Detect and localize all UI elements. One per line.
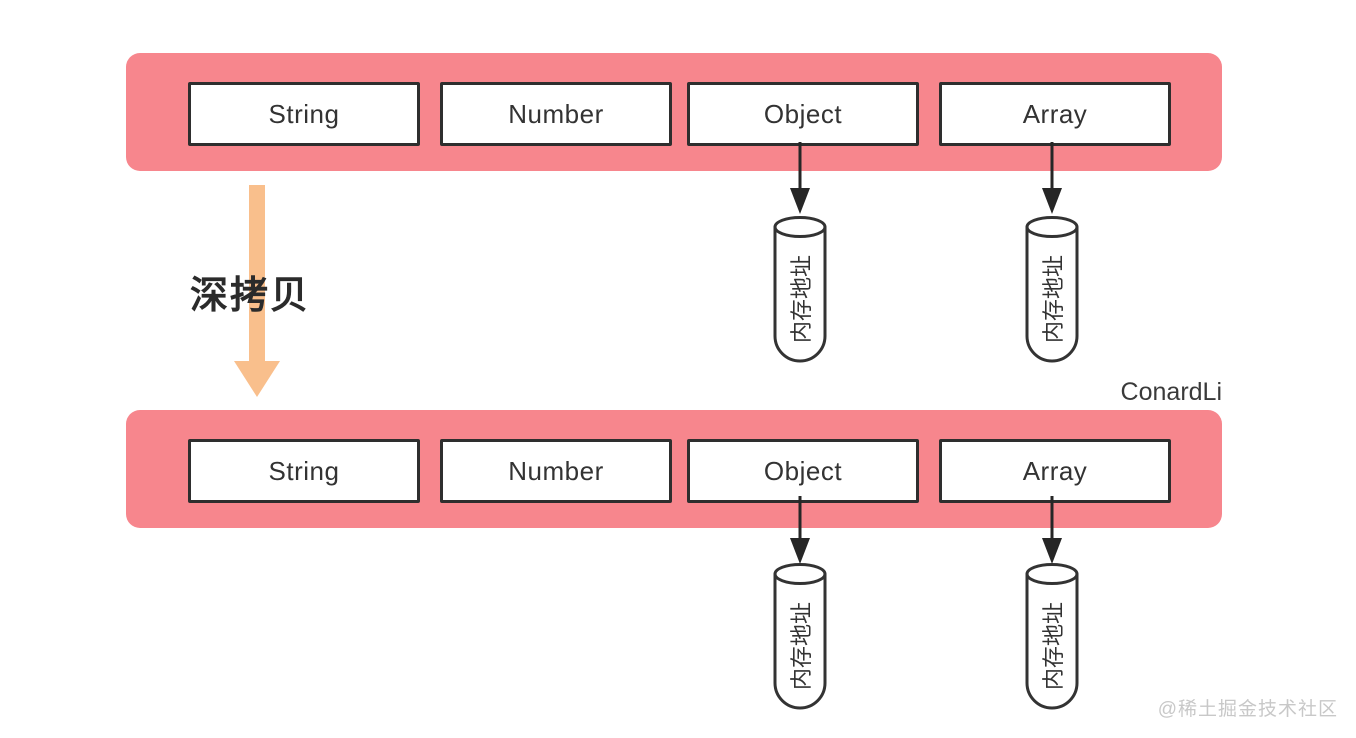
type-box-label: Object: [763, 98, 843, 129]
type-box-label: Array: [1022, 455, 1088, 486]
type-box-object-top: Object: [687, 82, 919, 146]
type-box-label: Number: [508, 455, 604, 486]
memory-address-cylinder: 内存地址: [772, 214, 828, 368]
type-box-string-top: String: [188, 82, 420, 146]
type-box-label: String: [268, 455, 340, 486]
cylinder-icon: [1025, 563, 1079, 710]
type-box-array-bottom: Array: [939, 439, 1171, 503]
type-box-label: Number: [508, 98, 604, 129]
arrow-shaft: [249, 185, 265, 363]
memory-address-label: 内存地址: [789, 601, 814, 690]
deep-copy-label: 深拷贝: [190, 275, 311, 317]
arrow-shaft: [798, 496, 802, 539]
memory-address-label: 内存地址: [1041, 601, 1066, 690]
type-box-label: String: [268, 98, 340, 129]
author-watermark: ConardLi: [1120, 378, 1222, 406]
deep-copy-arrow-icon: [234, 185, 280, 397]
type-box-label: Array: [1022, 98, 1088, 129]
cylinder-icon: [1025, 216, 1079, 363]
memory-address-cylinder: 内存地址: [772, 561, 828, 715]
type-box-number-bottom: Number: [440, 439, 672, 503]
type-box-number-top: Number: [440, 82, 672, 146]
target-type-bar: String Number Object Array: [126, 410, 1222, 528]
memory-address-label: 内存地址: [1041, 254, 1066, 343]
memory-address-label: 内存地址: [789, 254, 814, 343]
memory-address-cylinder: 内存地址: [1024, 561, 1080, 715]
cylinder-icon: [773, 563, 827, 710]
pointer-arrow-icon: [789, 142, 811, 214]
cylinder-icon: [773, 216, 827, 363]
arrow-shaft: [798, 142, 802, 189]
arrow-shaft: [1050, 496, 1054, 539]
pointer-arrow-icon: [1041, 142, 1063, 214]
pointer-arrow-icon: [1041, 496, 1063, 564]
memory-address-cylinder: 内存地址: [1024, 214, 1080, 368]
arrow-head: [790, 188, 810, 214]
type-box-string-bottom: String: [188, 439, 420, 503]
pointer-arrow-icon: [789, 496, 811, 564]
arrow-head: [790, 538, 810, 564]
arrow-head: [1042, 188, 1062, 214]
source-type-bar: String Number Object Array: [126, 53, 1222, 171]
arrow-shaft: [1050, 142, 1054, 189]
arrow-head: [1042, 538, 1062, 564]
arrow-head: [234, 361, 280, 397]
type-box-array-top: Array: [939, 82, 1171, 146]
type-box-label: Object: [763, 455, 843, 486]
type-box-object-bottom: Object: [687, 439, 919, 503]
site-watermark: @稀土掘金技术社区: [1157, 699, 1338, 720]
